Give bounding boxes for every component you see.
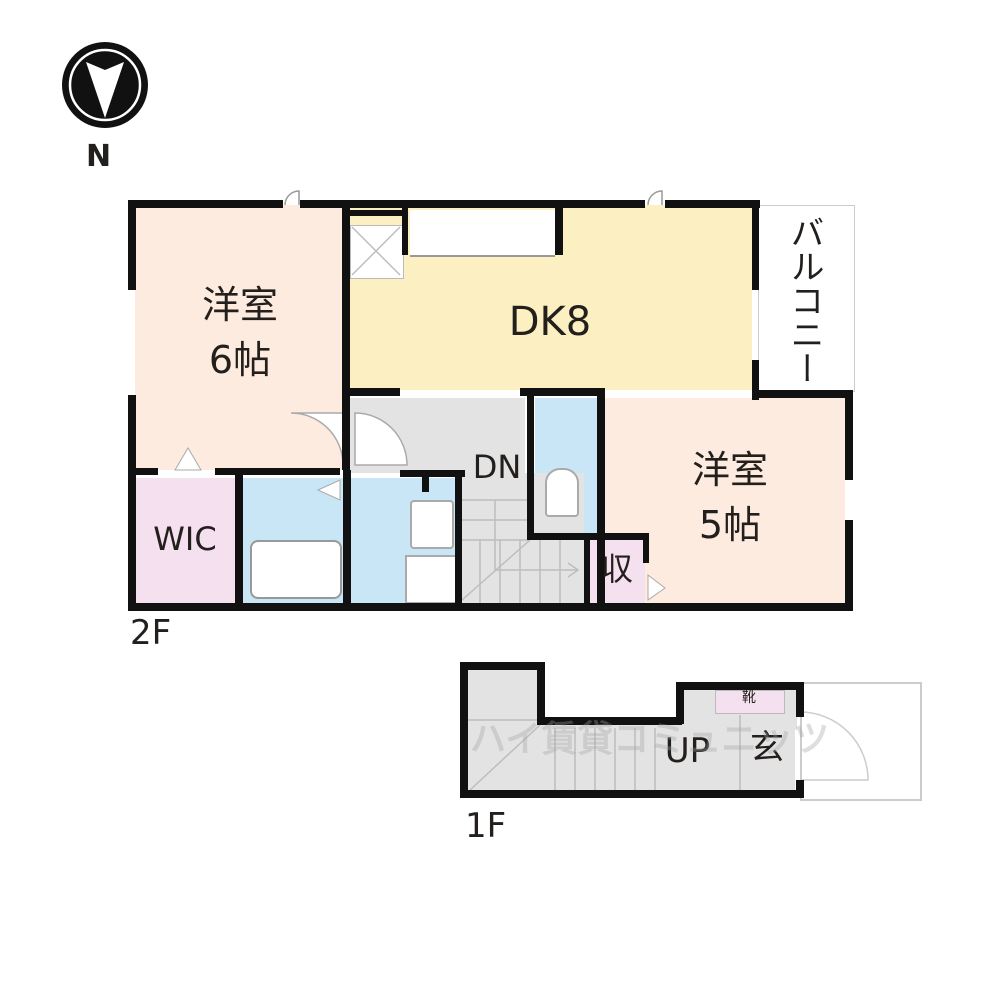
room-western-6-size: 6帖 [208, 338, 272, 382]
room-wic [135, 478, 235, 603]
room-western-6-name: 洋室 [201, 283, 278, 327]
bathtub [250, 540, 342, 599]
compass: N [60, 40, 150, 174]
room-dk-name: DK8 [508, 299, 592, 345]
room-western-6 [135, 205, 345, 470]
stairs-1f-label: UP [664, 731, 711, 771]
floor-label-2f: 2F [130, 613, 172, 653]
room-wic-name: WIC [153, 520, 217, 558]
room-balcony-name: バルコニー [784, 215, 824, 385]
washbasin [410, 500, 454, 549]
shoe-box-label: 靴 [742, 690, 756, 706]
porch [800, 682, 922, 801]
room-western-5 [605, 398, 845, 603]
floor-label-1f: 1F [465, 806, 507, 846]
room-western-5-size: 5帖 [698, 503, 762, 547]
shoe-box [715, 690, 785, 714]
watermark: ハイ賃貸コミュニッツ [470, 719, 830, 760]
stairs-2f-label: DN [472, 448, 522, 486]
room-storage-name: 収 [600, 550, 633, 588]
compass-label: N [86, 139, 112, 174]
north-arrow-icon [62, 42, 148, 128]
toilet-bowl [545, 468, 579, 517]
room-entrance-name: 玄 [750, 728, 784, 768]
room-western-5-name: 洋室 [691, 448, 768, 492]
sink-counter [410, 210, 555, 257]
